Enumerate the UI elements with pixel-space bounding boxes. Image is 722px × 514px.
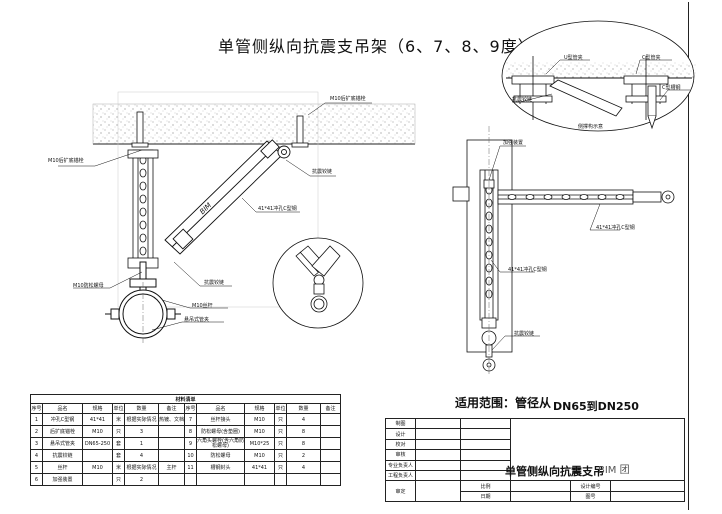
tb-row-label: 专业负责人 bbox=[385, 459, 416, 471]
leaders-detail bbox=[512, 59, 690, 103]
label-detail-hinge: 抗震铰链 bbox=[512, 97, 533, 103]
label-c-clamp: C型管夹 bbox=[642, 55, 661, 61]
sheet-border bbox=[688, 2, 689, 510]
label-threaded-rod: M10丝杆 bbox=[192, 303, 213, 309]
titleblock-title: 单管侧纵向抗震支吊 bbox=[505, 465, 604, 478]
label-c-channel: C型槽钢 bbox=[662, 85, 681, 91]
label-side-channel-2: 41*41冲孔C型钢 bbox=[508, 267, 547, 273]
label-anchor-bolt-top: M10后扩底锚栓 bbox=[330, 96, 366, 102]
tb-row-label: 制图 bbox=[385, 417, 416, 430]
concrete-slab bbox=[93, 104, 415, 144]
tb-row-label: 设计 bbox=[385, 428, 416, 440]
label-channel-41: 41*41冲孔C型钢 bbox=[258, 206, 297, 212]
slab-outline bbox=[92, 103, 416, 145]
label-seismic-hinge-2: 抗震铰链 bbox=[204, 280, 225, 286]
scope-range: DN65到DN250 bbox=[553, 400, 639, 413]
tb-sheet-label: 图号 bbox=[570, 490, 611, 503]
tb-row-label: 审核 bbox=[385, 449, 416, 461]
label-reinforce: 加强装置 bbox=[503, 140, 524, 146]
title-block: 制图 设计 校对 审核 专业负责人 工程负责人 审定 比例 设计编号 日期 图号 bbox=[385, 417, 685, 503]
tb-row-label: 工程负责人 bbox=[385, 469, 416, 482]
watermark: BIM 团 bbox=[598, 465, 630, 476]
tb-row-label: 校对 bbox=[385, 438, 416, 451]
leaders-main bbox=[58, 102, 372, 331]
hinge-detail-circle bbox=[272, 237, 364, 329]
leaders-side bbox=[488, 145, 620, 351]
anchor-bolt-right bbox=[291, 115, 309, 148]
tb-scale-label: 比例 bbox=[460, 480, 511, 492]
tb-date-label: 日期 bbox=[460, 490, 511, 503]
tb-approve-label: 审定 bbox=[385, 480, 416, 503]
materials-caption: 材料清单 bbox=[29, 394, 342, 404]
tb-dwgno-label: 设计编号 bbox=[570, 480, 611, 492]
scope-text: 适用范围：管径从 bbox=[455, 396, 552, 410]
label-detail-caption: 侧撑构示意 bbox=[578, 124, 604, 130]
label-u-clamp: U型管夹 bbox=[564, 55, 583, 61]
materials-header-row: 序号品名规格 单位数量备注 序号品名规格 单位数量备注 bbox=[30, 403, 342, 414]
label-anchor-bolt-left: M10后扩底锚栓 bbox=[48, 158, 84, 164]
diagonal-brace bbox=[164, 139, 291, 255]
label-anti-loose-nut: M10防松螺母 bbox=[73, 283, 104, 289]
vertical-channel bbox=[127, 149, 159, 269]
label-side-channel-1: 41*41冲孔C型钢 bbox=[596, 225, 635, 231]
label-seismic-hinge-1: 抗震铰链 bbox=[312, 169, 333, 175]
label-side-hinge: 抗震铰链 bbox=[514, 331, 535, 337]
side-view bbox=[452, 139, 675, 372]
label-hanging-clamp: 悬吊式管夹 bbox=[184, 317, 210, 323]
anchor-bolt-left bbox=[131, 111, 149, 148]
lateral-detail-view bbox=[501, 20, 696, 132]
hidden-outline bbox=[117, 91, 319, 308]
drawing-title: 单管侧纵向抗震支吊架（6、7、8、9度） bbox=[218, 37, 535, 56]
